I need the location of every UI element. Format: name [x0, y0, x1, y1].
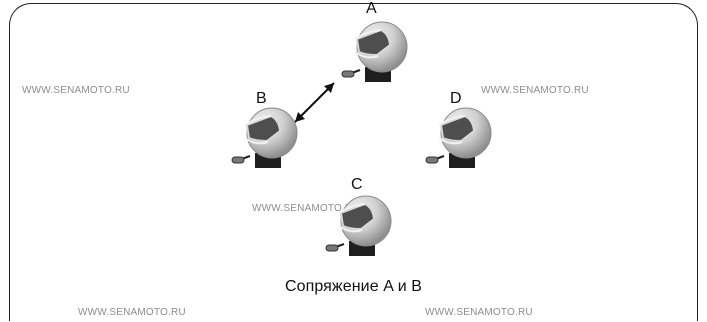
node-c-label: C [351, 176, 363, 193]
node-a-label: A [366, 0, 377, 17]
watermark-bottom-left: WWW.SENAMOTO.RU [78, 307, 186, 318]
helmet-a [338, 16, 418, 88]
diagram-caption: Сопряжение A и B [284, 278, 423, 295]
helmet-c [322, 190, 402, 262]
watermark-bottom-right: WWW.SENAMOTO.RU [425, 307, 533, 318]
pairing-double-arrow-icon [294, 82, 335, 123]
motorcycle-helmet-icon [325, 195, 392, 256]
motorcycle-helmet-icon [425, 107, 492, 168]
helmet-b [228, 102, 308, 174]
watermark-left-top: WWW.SENAMOTO.RU [22, 85, 130, 96]
watermark-right-top: WWW.SENAMOTO.RU [481, 85, 589, 96]
motorcycle-helmet-icon [341, 21, 408, 82]
node-d-label: D [450, 90, 462, 107]
diagram-frame [9, 3, 698, 321]
motorcycle-helmet-icon [231, 107, 298, 168]
node-b-label: B [256, 90, 267, 107]
helmet-d [422, 102, 502, 174]
watermark-center: WWW.SENAMOTO.RU [252, 203, 360, 214]
